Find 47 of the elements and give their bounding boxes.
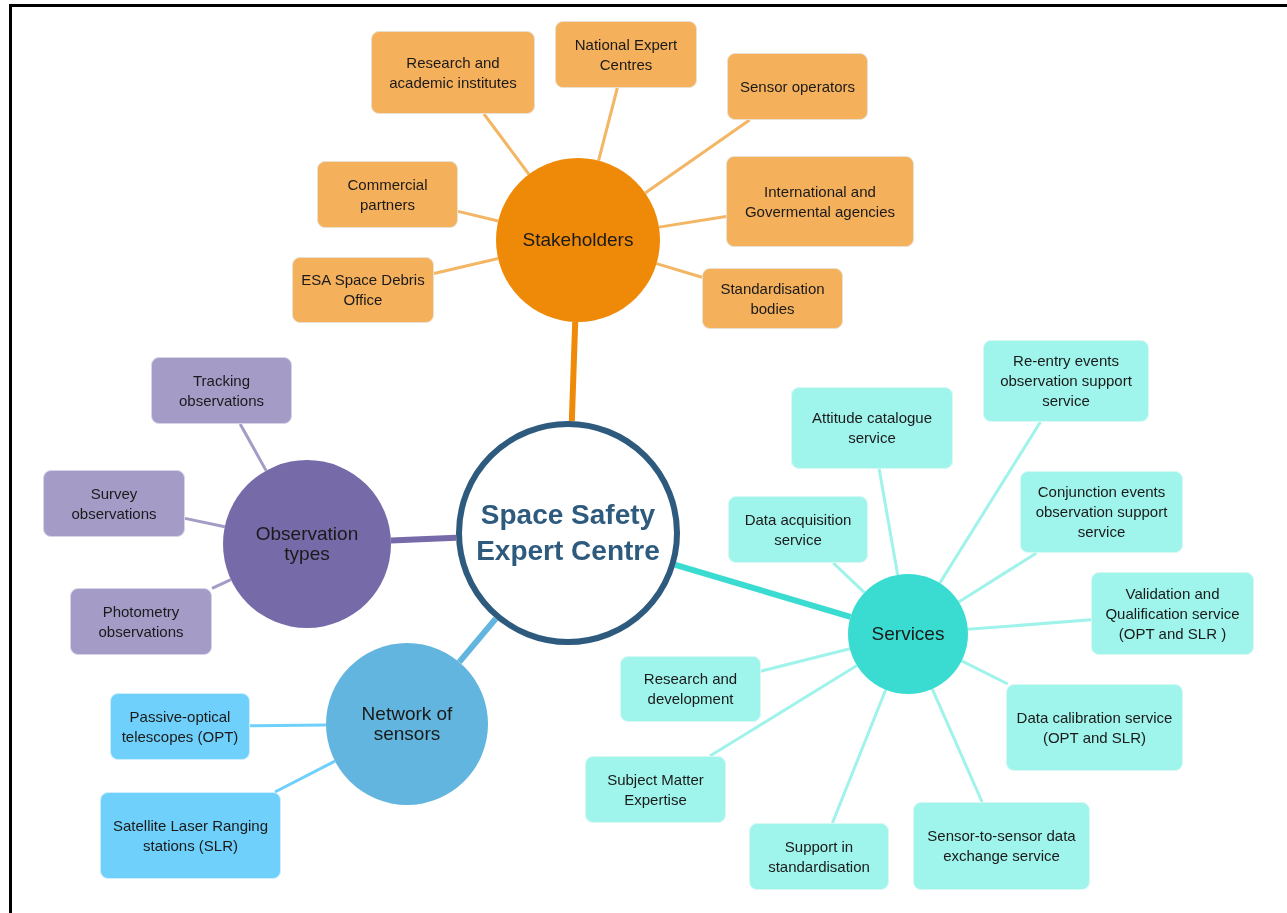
topic-box: Satellite Laser Ranging stations (SLR) [100, 792, 281, 879]
topic-box: Survey observations [43, 470, 185, 537]
topic-box: National Expert Centres [555, 21, 697, 88]
connector-line [456, 616, 499, 664]
connector-line [274, 759, 336, 794]
topic-box: ESA Space Debris Office [292, 257, 434, 323]
topic-box: Research and academic institutes [371, 31, 535, 114]
connector-line [957, 551, 1038, 604]
topic-box: Passive-optical telescopes (OPT) [110, 693, 250, 760]
topic-box: Sensor operators [727, 53, 868, 120]
connector-line [930, 688, 984, 803]
topic-box: Support in standardisation [749, 823, 889, 890]
connector-line [184, 516, 226, 529]
topic-box: Attitude catalogue service [791, 387, 953, 469]
connector-line [832, 561, 866, 594]
connector-line [390, 534, 457, 544]
connector-line [433, 257, 499, 275]
topic-box: Subject Matter Expertise [585, 756, 726, 823]
connector-line [967, 618, 1092, 631]
connector-line [644, 118, 751, 195]
topic-box: Data acquisition service [728, 496, 868, 563]
connector-line [656, 262, 703, 279]
connector-line [250, 723, 326, 728]
connector-line [658, 214, 727, 229]
connector-line [597, 87, 619, 161]
connector-line [938, 421, 1042, 584]
topic-box: Sensor-to-sensor data exchange service [913, 802, 1090, 890]
topic-box: Research and development [620, 656, 761, 722]
connector-line [211, 578, 232, 590]
connector-line [238, 423, 268, 472]
topic-box: Commercial partners [317, 161, 458, 228]
topic-box: Standardisation bodies [702, 268, 843, 329]
connector-line [760, 647, 851, 673]
topic-box: Data calibration service (OPT and SLR) [1006, 684, 1183, 771]
topic-box: Tracking observations [151, 357, 292, 424]
connector-line [457, 209, 499, 223]
topic-box: Validation and Qualification service (OPT and SLR ) [1091, 572, 1254, 655]
connector-line [709, 664, 858, 758]
topic-box: Conjunction events observation support service [1020, 471, 1183, 553]
topic-box: Photometry observations [70, 588, 212, 655]
connector-line [877, 468, 900, 576]
connector-line [831, 689, 888, 824]
connector-line [568, 321, 579, 422]
topic-box: International and Govermental agencies [726, 156, 914, 247]
topic-box: Re-entry events observation support service [983, 340, 1149, 422]
connector-line [482, 113, 531, 176]
connector-line [960, 659, 1009, 686]
